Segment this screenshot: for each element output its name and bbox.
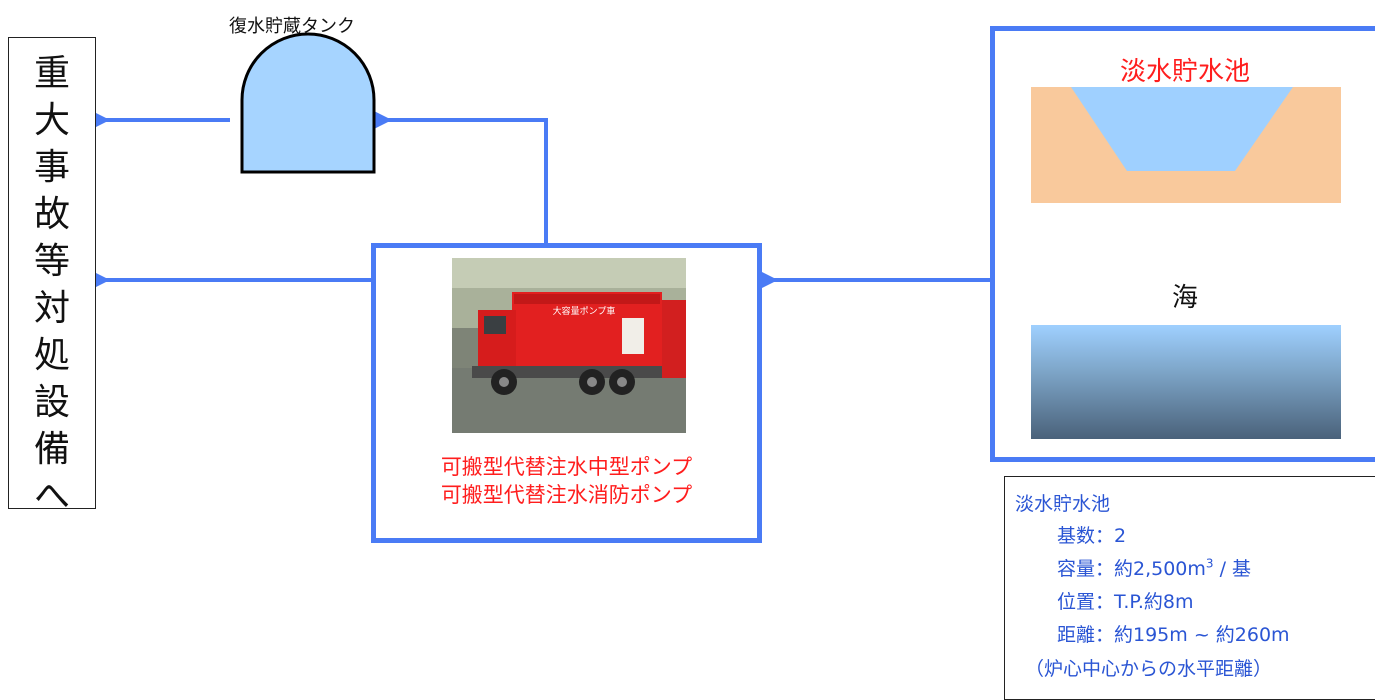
destination-char: 等 — [33, 241, 70, 282]
info-location: 位置：T.P.約8m — [1057, 591, 1194, 613]
destination-char: 備 — [33, 429, 70, 470]
truck-sign-text: 大容量ポンプ車 — [553, 305, 616, 317]
info-count: 基数：2 — [1057, 525, 1127, 547]
tank-caption: 復水貯蔵タンク — [229, 16, 355, 37]
water-source-box: 淡水貯水池 海 — [990, 26, 1375, 462]
destination-char: 対 — [33, 288, 70, 329]
destination-box: 重 大 事 故 等 対 処 設 備 へ — [8, 37, 96, 517]
info-capacity-exponent: 3 — [1205, 556, 1214, 571]
sea-illustration — [1031, 325, 1341, 439]
sea-label: 海 — [1171, 283, 1198, 313]
info-capacity-value: 容量：約2,500m — [1057, 558, 1206, 580]
destination-char: 故 — [33, 194, 70, 235]
destination-label: 重 大 事 故 等 対 処 設 備 へ — [9, 50, 95, 520]
pump-box: 大容量ポンプ車 可搬型代替注水中型ポンプ 可搬型代替注水消防ポンプ — [371, 243, 762, 543]
arrow-pump-to-tank — [364, 106, 548, 245]
info-title: 淡水貯水池 — [1015, 493, 1111, 515]
info-distance-note: （炉心中心からの水平距離） — [1025, 658, 1273, 680]
pond-info-box: 淡水貯水池 基数：2 容量：約2,500m3 / 基 位置：T.P.約8m 距離… — [1004, 476, 1375, 700]
info-distance: 距離：約195m ~ 約260m — [1057, 624, 1290, 646]
destination-char: 処 — [33, 335, 70, 376]
destination-char: 設 — [33, 382, 70, 423]
destination-char: へ — [33, 476, 70, 517]
pump-truck-photo: 大容量ポンプ車 — [452, 258, 686, 433]
info-capacity-unit: / 基 — [1213, 558, 1252, 580]
pond-title: 淡水貯水池 — [1119, 57, 1250, 87]
destination-char: 大 — [33, 100, 70, 141]
destination-char: 事 — [33, 147, 70, 188]
info-capacity: 容量：約2,500m3 / 基 — [1057, 554, 1251, 581]
destination-char: 重 — [33, 53, 70, 94]
pump-label-line-2: 可搬型代替注水消防ポンプ — [440, 483, 693, 507]
pump-label-line-1: 可搬型代替注水中型ポンプ — [440, 455, 693, 479]
condensate-tank-shape — [240, 32, 376, 174]
pond-diagram — [1031, 87, 1341, 203]
pump-label: 可搬型代替注水中型ポンプ 可搬型代替注水消防ポンプ — [376, 453, 757, 509]
